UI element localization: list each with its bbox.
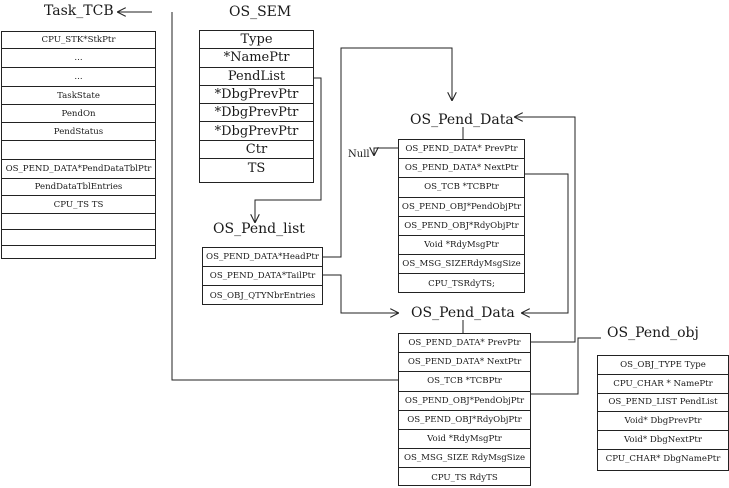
os-pend-obj-field: Void* DbgPrevPtr (598, 412, 728, 432)
os-pend-data-2-field: OS_PEND_OBJ*PendObjPtr (399, 392, 530, 411)
os-pend-data-1-field: OS_MSG_SIZERdyMsgSize (399, 255, 524, 275)
task-tcb-field (2, 141, 155, 160)
task-tcb-field: PendOn (2, 105, 155, 123)
os-pend-data-1-field: Void *RdyMsgPtr (399, 236, 524, 256)
os-sem-field: PendList (200, 68, 313, 86)
os-pend-data-2-title: OS_Pend_Data (411, 305, 515, 321)
task-tcb-field: PendStatus (2, 123, 155, 141)
os-pend-list-title: OS_Pend_list (213, 221, 305, 237)
os-sem-title: OS_SEM (229, 4, 292, 20)
os-sem-field: *NamePtr (200, 49, 313, 68)
os-pend-obj-field: Void* DbgNextPtr (598, 431, 728, 450)
null-label: Null (348, 149, 370, 160)
headptr-to-pend-data-1-connector (322, 47, 452, 258)
nextptr-to-pend-data-2-connector (522, 173, 569, 313)
task-tcb-field: PendDataTblEntries (2, 179, 155, 196)
task-tcb-field: TaskState (2, 87, 155, 105)
os-pend-obj-field: OS_PEND_LIST PendList (598, 394, 728, 413)
pendlist-to-pend-list-connector (255, 77, 322, 222)
os-pend-data-2-field: OS_MSG_SIZE RdyMsgSize (399, 449, 530, 469)
os-pend-list-field: OS_PEND_DATA*TailPtr (203, 267, 322, 286)
task-tcb-field: ... (2, 68, 155, 87)
os-sem-field: *DbgPrevPtr (200, 104, 313, 123)
os-pend-data-1-box: OS_PEND_DATA* PrevPtr OS_PEND_DATA* Next… (398, 139, 525, 293)
os-pend-obj-field: CPU_CHAR * NamePtr (598, 375, 728, 394)
os-pend-data-1-field: OS_PEND_OBJ*PendObjPtr (399, 198, 524, 217)
prevptr-to-null-connector (374, 148, 398, 155)
task-tcb-field (2, 214, 155, 230)
os-pend-data-2-field: OS_PEND_DATA* NextPtr (399, 353, 530, 373)
os-pend-data-2-field: Void *RdyMsgPtr (399, 430, 530, 450)
prevptr-to-pend-data-1-connector (515, 117, 576, 343)
task-tcb-field (2, 246, 155, 260)
os-pend-data-2-field: OS_TCB *TCBPtr (399, 372, 530, 392)
os-sem-field: TS (247, 160, 266, 176)
os-sem-field: *DbgPrevPtr (200, 86, 313, 105)
os-pend-data-1-field: OS_PEND_OBJ*RdyObjPtr (399, 217, 524, 236)
os-pend-data-2-field: OS_PEND_OBJ*RdyObjPtr (399, 411, 530, 430)
os-pend-data-1-field: OS_PEND_DATA* NextPtr (399, 159, 524, 179)
os-pend-data-1-title: OS_Pend_Data (410, 112, 514, 128)
os-pend-data-1-field: OS_TCB *TCBPtr (399, 178, 524, 198)
os-sem-box: Type *NamePtr PendList *DbgPrevPtr *DbgP… (199, 30, 314, 183)
os-pend-list-field: OS_OBJ_QTYNbrEntries (209, 290, 316, 301)
pendobjptr-to-pend-obj-connector (531, 337, 601, 395)
task-tcb-box: CPU_STK*StkPtr ... ... TaskState PendOn … (1, 31, 156, 259)
os-pend-data-1-field: OS_PEND_DATA* PrevPtr (399, 140, 524, 160)
tcbptr-vertical-connector (171, 12, 398, 381)
task-tcb-field: CPU_TS TS (2, 196, 155, 214)
os-pend-obj-box: OS_OBJ_TYPE Type CPU_CHAR * NamePtr OS_P… (597, 355, 729, 471)
os-pend-list-field: OS_PEND_DATA*HeadPtr (203, 248, 322, 267)
task-tcb-field: ... (2, 49, 155, 68)
os-pend-data-2-field: CPU_TS RdyTS (431, 472, 498, 483)
os-pend-list-box: OS_PEND_DATA*HeadPtr OS_PEND_DATA*TailPt… (202, 247, 323, 305)
os-sem-field: Type (200, 31, 313, 50)
task-tcb-field: OS_PEND_DATA*PendDataTblPtr (2, 160, 155, 179)
tailptr-to-pend-data-2-connector (322, 274, 398, 313)
os-sem-field: *DbgPrevPtr (200, 122, 313, 141)
task-tcb-field (2, 230, 155, 246)
os-pend-data-2-field: OS_PEND_DATA* PrevPtr (399, 334, 530, 354)
os-pend-data-2-box: OS_PEND_DATA* PrevPtr OS_PEND_DATA* Next… (398, 333, 531, 486)
os-pend-data-1-field: CPU_TSRdyTS; (428, 278, 495, 289)
task-tcb-field: CPU_STK*StkPtr (2, 32, 155, 49)
os-pend-obj-field: CPU_CHAR* DbgNamePtr (605, 454, 721, 465)
os-pend-obj-title: OS_Pend_obj (607, 325, 699, 341)
os-pend-obj-field: OS_OBJ_TYPE Type (598, 356, 728, 375)
task-tcb-title: Task_TCB (44, 3, 114, 19)
os-sem-field: Ctr (200, 141, 313, 160)
